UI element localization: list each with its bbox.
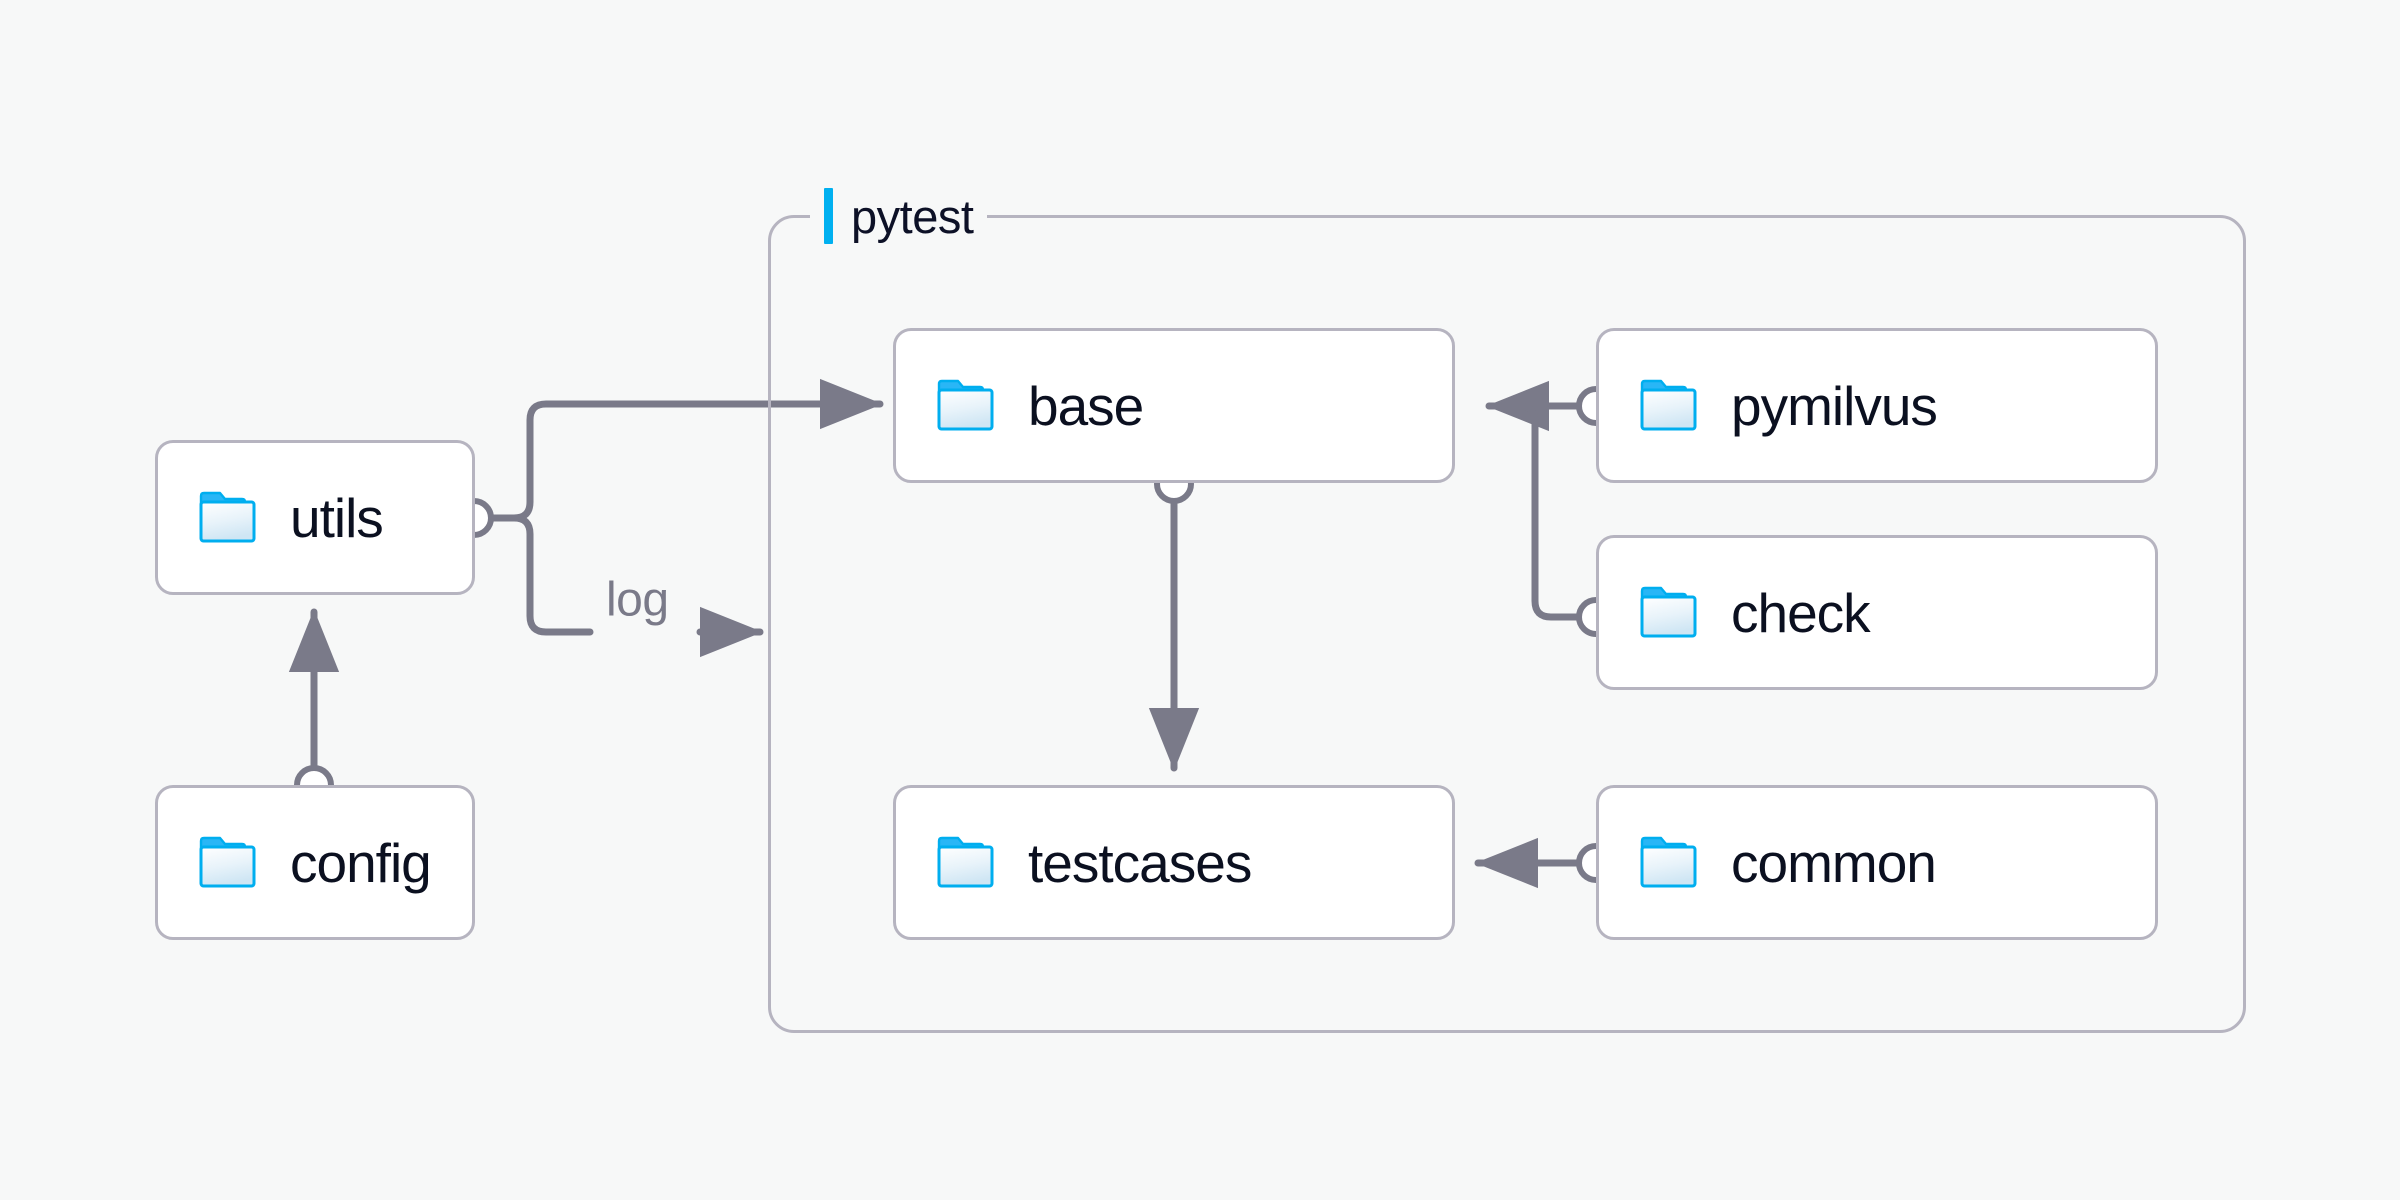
- node-testcases[interactable]: testcases: [893, 785, 1455, 940]
- folder-icon: [1640, 836, 1697, 887]
- node-utils[interactable]: utils: [155, 440, 475, 595]
- folder-icon: [199, 836, 256, 887]
- group-label-text: pytest: [851, 189, 974, 243]
- node-config[interactable]: config: [155, 785, 475, 940]
- node-label: utils: [290, 486, 384, 549]
- node-label: testcases: [1028, 831, 1252, 894]
- folder-icon: [937, 836, 994, 887]
- node-label: check: [1731, 581, 1871, 644]
- edge-label-log: log: [598, 572, 677, 628]
- folder-icon: [1640, 379, 1697, 430]
- node-base[interactable]: base: [893, 328, 1455, 483]
- node-common[interactable]: common: [1596, 785, 2158, 940]
- node-label: config: [290, 831, 432, 894]
- node-label: base: [1028, 374, 1144, 437]
- group-accent-bar: [824, 188, 833, 244]
- pytest-group-container: [768, 215, 2246, 1033]
- pytest-group-label-wrap: pytest: [810, 185, 988, 247]
- folder-icon: [937, 379, 994, 430]
- node-label: common: [1731, 831, 1937, 894]
- folder-icon: [1640, 586, 1697, 637]
- node-label: pymilvus: [1731, 374, 1938, 437]
- folder-icon: [199, 491, 256, 542]
- node-check[interactable]: check: [1596, 535, 2158, 690]
- node-pymilvus[interactable]: pymilvus: [1596, 328, 2158, 483]
